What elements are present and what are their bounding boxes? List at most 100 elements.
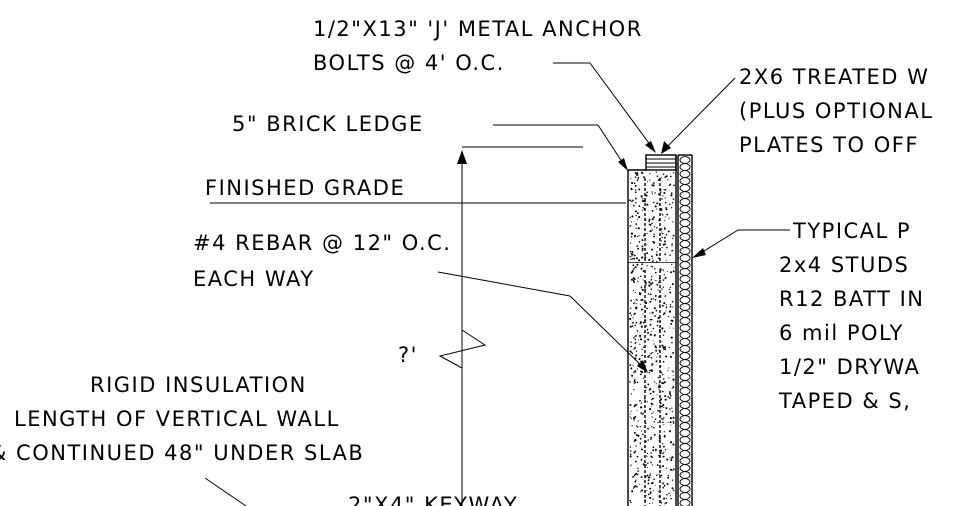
- concrete-dot: [643, 279, 645, 281]
- concrete-dot: [640, 406, 643, 409]
- concrete-dot: [663, 435, 666, 438]
- concrete-dot: [632, 317, 634, 319]
- concrete-dot: [639, 321, 642, 324]
- insulation-loop: [679, 415, 691, 423]
- concrete-dot: [652, 259, 654, 262]
- concrete-dot: [660, 474, 663, 477]
- concrete-dot: [631, 255, 633, 257]
- concrete-dot: [649, 356, 651, 359]
- concrete-dot: [651, 275, 653, 278]
- concrete-dot: [663, 189, 665, 191]
- concrete-dot: [671, 479, 674, 481]
- concrete-dot: [662, 346, 665, 349]
- concrete-dot: [636, 172, 638, 175]
- concrete-dot: [650, 282, 653, 286]
- concrete-dot: [663, 485, 665, 488]
- concrete-dot: [666, 246, 668, 249]
- concrete-dot: [638, 216, 641, 219]
- concrete-dot: [649, 496, 652, 500]
- concrete-dot: [660, 177, 662, 179]
- concrete-dot: [649, 323, 652, 326]
- concrete-dot: [653, 182, 655, 184]
- concrete-dot: [653, 426, 655, 429]
- label-rebar-line1: #4 REBAR @ 12" O.C.: [193, 231, 451, 255]
- concrete-dot: [635, 350, 638, 352]
- label-treated-plate-line3: PLATES TO OFF: [739, 133, 919, 157]
- stem-wall-upper: [627, 150, 677, 263]
- concrete-dot: [648, 478, 650, 480]
- concrete-dot: [662, 173, 665, 176]
- concrete-dot: [669, 305, 672, 308]
- concrete-dot: [630, 351, 633, 354]
- label-typical-line4: 6 mil POLY: [779, 321, 904, 345]
- label-height-dimension: ?': [398, 343, 418, 367]
- concrete-dot: [654, 418, 657, 421]
- concrete-dot: [636, 368, 638, 370]
- concrete-dot: [672, 386, 675, 388]
- concrete-dot: [650, 357, 653, 359]
- concrete-dot: [648, 372, 651, 374]
- concrete-dot: [669, 408, 671, 410]
- concrete-dot: [668, 346, 670, 349]
- concrete-dot: [642, 346, 645, 348]
- concrete-dot: [661, 382, 664, 385]
- concrete-dot: [655, 383, 657, 385]
- concrete-dot: [632, 289, 635, 292]
- concrete-dot: [649, 369, 652, 372]
- concrete-dot: [629, 413, 631, 415]
- concrete-dot: [634, 191, 637, 194]
- concrete-dot: [629, 416, 631, 418]
- concrete-dot: [669, 421, 672, 424]
- concrete-dot: [634, 381, 636, 384]
- concrete-dot: [654, 205, 657, 208]
- label-rigid-insulation-line3: & CONTINUED 48" UNDER SLAB: [0, 441, 364, 465]
- concrete-dot: [670, 319, 673, 322]
- insulation-loop: [679, 310, 691, 318]
- concrete-dot: [661, 236, 664, 239]
- concrete-dot: [632, 475, 635, 478]
- concrete-dot: [663, 273, 665, 276]
- concrete-dot: [644, 288, 646, 291]
- concrete-dot: [669, 417, 672, 420]
- concrete-dot: [639, 400, 641, 402]
- concrete-dot: [654, 345, 657, 348]
- concrete-dot: [635, 257, 639, 260]
- concrete-dot: [637, 467, 639, 469]
- concrete-dot: [661, 344, 664, 347]
- label-typical-line5: 1/2" DRYWA: [779, 355, 920, 379]
- concrete-dot: [664, 201, 667, 204]
- insulation-loop: [679, 261, 691, 269]
- concrete-dot: [669, 310, 671, 312]
- concrete-dot: [639, 442, 641, 444]
- concrete-dot: [653, 411, 655, 413]
- concrete-dot: [662, 334, 665, 336]
- concrete-dot: [630, 236, 633, 238]
- concrete-dot: [641, 263, 643, 265]
- concrete-dot: [633, 383, 635, 385]
- concrete-dot: [668, 367, 670, 369]
- concrete-dot: [642, 176, 645, 179]
- concrete-dot: [648, 354, 651, 357]
- concrete-dot: [634, 370, 636, 372]
- concrete-dot: [634, 291, 637, 294]
- batt-insulation-hatch: [679, 156, 691, 506]
- concrete-dot: [660, 500, 662, 502]
- concrete-dot: [661, 327, 664, 330]
- concrete-dot: [640, 373, 642, 376]
- leader-typical-partition: [692, 229, 790, 258]
- insulation-loop: [679, 380, 691, 388]
- concrete-dot: [659, 191, 662, 193]
- concrete-dot: [660, 405, 663, 408]
- label-keyway: 2"X4" KEYWAY: [348, 493, 518, 506]
- concrete-dot: [639, 292, 641, 294]
- concrete-dot: [671, 487, 674, 490]
- concrete-dot: [650, 298, 653, 300]
- concrete-dot: [668, 492, 670, 495]
- concrete-dot: [651, 412, 653, 415]
- concrete-dot: [649, 230, 652, 233]
- insulation-loop: [679, 233, 691, 241]
- concrete-dot: [667, 230, 670, 233]
- concrete-dot: [663, 312, 666, 315]
- concrete-dot: [650, 452, 652, 454]
- concrete-dot: [656, 324, 659, 327]
